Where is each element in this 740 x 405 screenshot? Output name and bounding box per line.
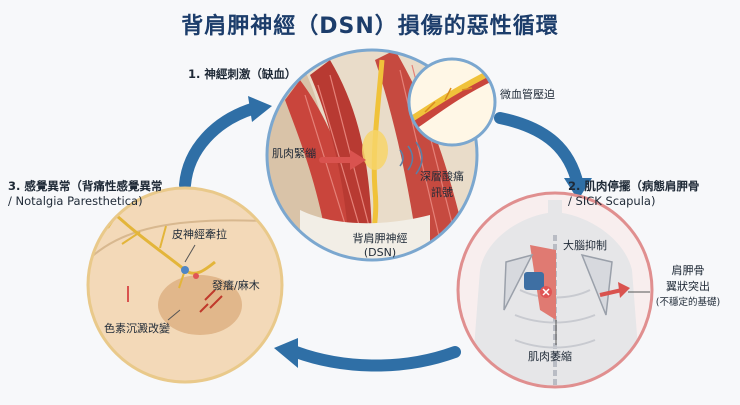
leader-nerve-pull bbox=[184, 244, 196, 263]
stage2-heading-line1: 2. 肌肉停擺（病態肩胛骨 bbox=[568, 179, 700, 193]
cycle-arrow-2-to-3 bbox=[290, 346, 461, 372]
cycle-arrow-3-to-1-head bbox=[248, 96, 272, 122]
stage2-heading-line2: / SICK Scapula) bbox=[568, 194, 656, 208]
pigment-label: 色素沉澱改變 bbox=[104, 322, 170, 335]
atrophy-label: 肌肉萎縮 bbox=[528, 350, 572, 363]
stage3-heading-line2: / Notalgia Paresthetica) bbox=[8, 194, 143, 208]
scapula-winging-label: 肩胛骨 翼狀突出 (不穩定的基礎) bbox=[648, 262, 728, 308]
cutaneous-nerve bbox=[98, 198, 216, 275]
cycle-arrow-1-to-2-head bbox=[564, 178, 592, 200]
cycle-arrow-2-to-3-head bbox=[274, 338, 298, 368]
shoulder-outline bbox=[88, 219, 282, 261]
stage1-heading: 1. 神經刺激（缺血） bbox=[188, 67, 297, 81]
stage3-illustration bbox=[86, 186, 284, 384]
scapula-line3: (不穩定的基礎) bbox=[655, 297, 721, 308]
stage3-heading: 3. 感覺異常（背痛性感覺異常 / Notalgia Paresthetica) bbox=[8, 178, 162, 208]
scapula-line2: 翼狀突出 bbox=[666, 280, 710, 293]
nerve-inflammation bbox=[362, 130, 388, 170]
stage2-heading: 2. 肌肉停擺（病態肩胛骨 / SICK Scapula) bbox=[568, 178, 699, 208]
scapula-winging-arrow bbox=[599, 288, 623, 297]
deep-ache-label: 深層酸痛 訊號 bbox=[412, 168, 472, 200]
muscle-tension-label: 肌肉緊繃 bbox=[272, 147, 316, 160]
vascular-compression-label: 微血管壓迫 bbox=[500, 88, 555, 101]
stage2-illustration bbox=[456, 191, 654, 389]
muscle-band-1 bbox=[285, 80, 360, 260]
deep-ache-line1: 深層酸痛 bbox=[420, 170, 464, 183]
scapula-right bbox=[580, 253, 613, 316]
leader-pigment bbox=[167, 309, 181, 321]
deep-ache-line2: 訊號 bbox=[431, 186, 453, 199]
brain-signal-chip bbox=[524, 272, 544, 290]
pigment-patch bbox=[158, 275, 242, 335]
capillary-inset bbox=[407, 57, 497, 147]
scratch-marks bbox=[199, 289, 223, 313]
itch-numb-label: 發癢/麻木 bbox=[212, 279, 260, 292]
page-title: 背肩胛神經（DSN）損傷的惡性循環 bbox=[181, 14, 559, 39]
nerve-pull-label: 皮神經牽拉 bbox=[172, 228, 227, 241]
cycle-arrow-3-to-1 bbox=[179, 102, 261, 191]
nerve-ending bbox=[181, 266, 189, 274]
nerve-label: 背肩胛神經 (DSN) bbox=[342, 230, 418, 259]
ache-signal-waves bbox=[399, 141, 423, 175]
nerve-label-line1: 背肩胛神經 bbox=[352, 232, 408, 245]
brain-inhibition-label: 大腦抑制 bbox=[563, 239, 607, 252]
cycle-arrow-1-to-2 bbox=[494, 112, 584, 191]
nerve-label-line2: (DSN) bbox=[363, 246, 397, 259]
stage3-heading-line1: 3. 感覺異常（背痛性感覺異常 bbox=[8, 179, 163, 193]
scapula-line1: 肩胛骨 bbox=[671, 264, 705, 277]
